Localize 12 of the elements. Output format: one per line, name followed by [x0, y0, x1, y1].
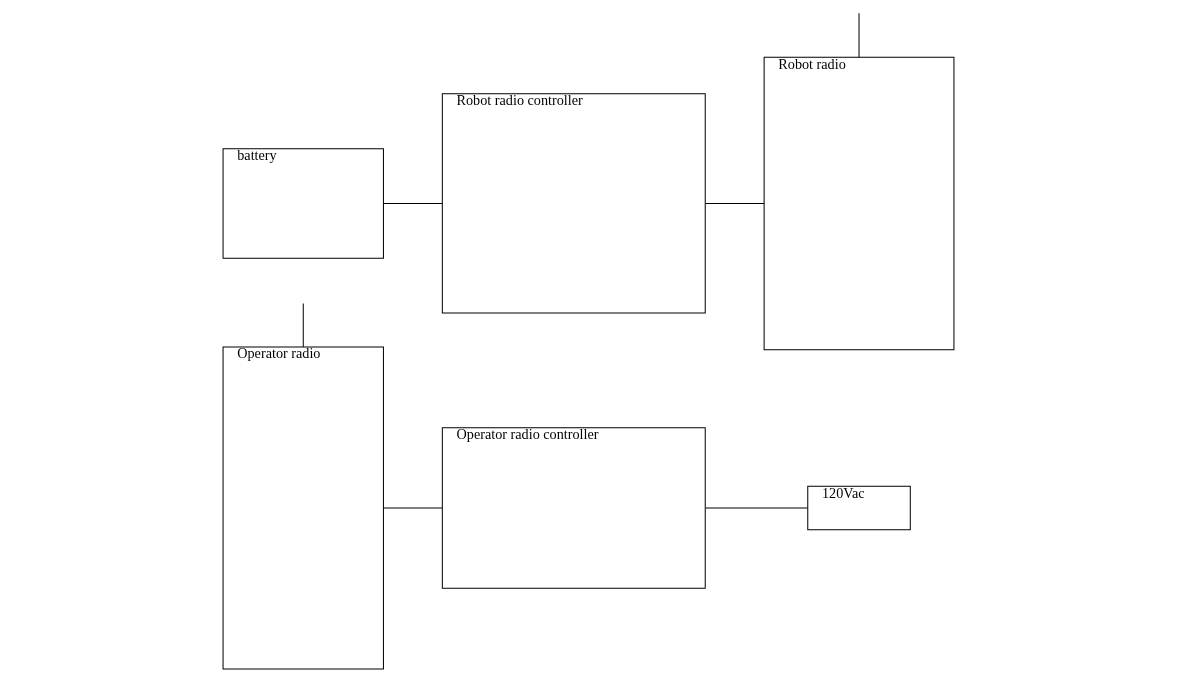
node-box: Robot radio [763, 56, 955, 351]
node-box: Operator radio controller [441, 427, 706, 589]
connector [383, 507, 443, 509]
node-box: 120Vac [807, 485, 911, 531]
connector [705, 507, 809, 509]
connector [302, 303, 304, 348]
connector [705, 202, 765, 204]
node-box: battery [222, 148, 384, 259]
node-box: Operator radio [222, 346, 384, 670]
connector [383, 202, 443, 204]
connector [858, 12, 860, 58]
node-box: Robot radio controller [441, 93, 706, 314]
